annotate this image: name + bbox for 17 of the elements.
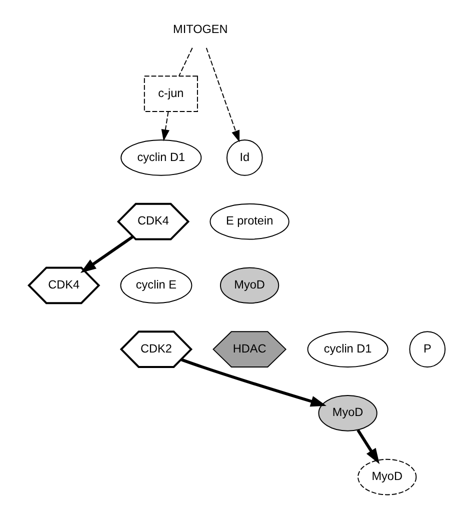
connector	[178, 47, 193, 76]
arrow	[356, 429, 380, 464]
node-ellipse: E protein	[210, 203, 290, 240]
node-ellipse: cyclin D1	[120, 140, 202, 176]
arrow	[206, 47, 240, 142]
node-ellipse: MyoD	[220, 267, 280, 304]
node-ellipse: cyclin D1	[307, 331, 388, 368]
node-box: c-jun	[144, 76, 198, 112]
node-ellipse: cyclin E	[120, 267, 192, 304]
node-ellipse: MyoD	[318, 394, 378, 432]
node-ellipse: MyoD	[358, 458, 417, 496]
arrow	[181, 358, 326, 407]
arrow	[161, 111, 170, 142]
node-text: MITOGEN	[173, 23, 228, 36]
node-circle: Id	[226, 140, 263, 176]
node-circle: P	[409, 331, 446, 368]
arrow	[80, 235, 134, 273]
